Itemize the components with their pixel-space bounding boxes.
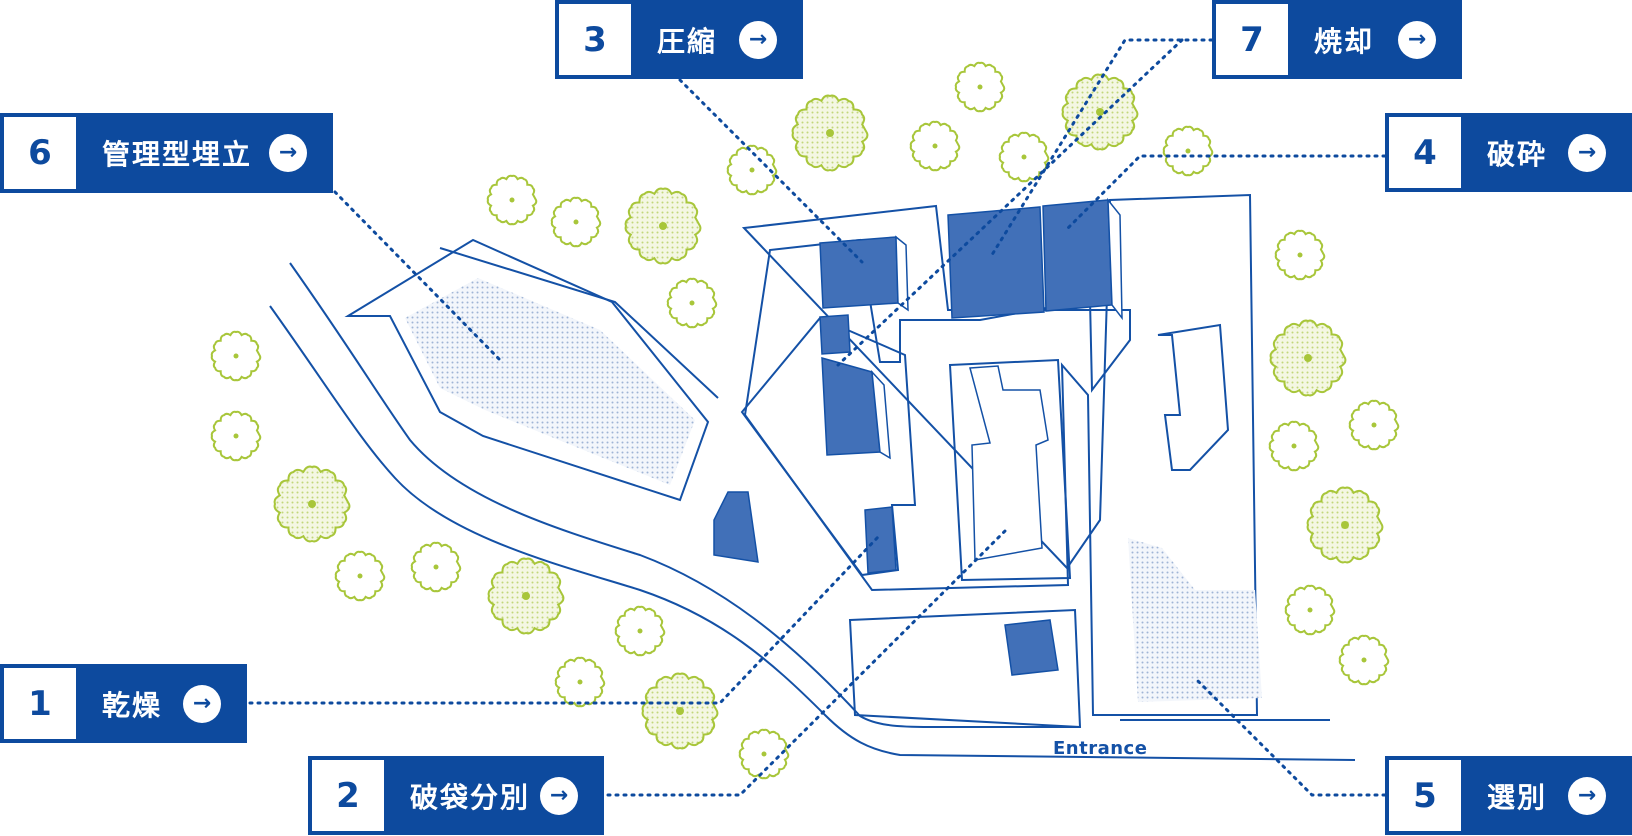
building-center-white <box>969 365 1049 561</box>
road-outer-edge <box>269 305 1356 761</box>
leader-1 <box>248 535 880 705</box>
building-road-side <box>713 491 759 563</box>
leader-6 <box>333 190 502 362</box>
leader-4 <box>1064 154 1387 232</box>
lot-center <box>948 358 1072 582</box>
arrow-right-icon[interactable]: → <box>1398 20 1436 59</box>
tree-center-dot <box>357 573 363 579</box>
label-text: 選別 <box>1487 780 1548 814</box>
label-text: 管理型埋立 <box>102 138 253 171</box>
tree-center-dot <box>509 197 515 203</box>
building-crushing <box>1042 199 1113 312</box>
tree-center-dot <box>522 592 530 600</box>
tree-center-dot <box>1096 108 1104 116</box>
landfill-area <box>344 238 710 502</box>
arrow-right-icon[interactable]: → <box>739 20 777 59</box>
tree-center-dot <box>977 84 983 90</box>
tree-center-dot <box>637 628 643 634</box>
label-text: 乾燥 <box>102 688 163 722</box>
landfill-outline <box>344 238 710 502</box>
tree-center-dot <box>1341 521 1349 529</box>
label-bag-breaking-sorting[interactable]: 2 破袋分別 → <box>308 756 604 835</box>
label-text: 圧縮 <box>657 24 718 58</box>
building-compression <box>819 236 899 309</box>
arrow-right-icon[interactable]: → <box>183 684 221 723</box>
building-west-long <box>821 356 881 456</box>
tree-center-dot <box>1297 252 1303 258</box>
tree-center-dot <box>433 564 439 570</box>
label-text: 焼却 <box>1314 24 1375 58</box>
building-incineration <box>947 206 1045 319</box>
label-number: 7 <box>1216 4 1288 75</box>
tree-center-dot <box>1291 443 1297 449</box>
tree-center-dot <box>932 143 938 149</box>
arrow-right-icon[interactable]: → <box>540 776 578 815</box>
tree-center-dot <box>689 300 695 306</box>
leader-lines <box>248 38 1387 797</box>
leader-3 <box>678 78 864 264</box>
tree-center-dot <box>577 679 583 685</box>
leader-7a <box>988 38 1214 260</box>
entrance-label: Entrance <box>1053 738 1148 759</box>
trees <box>210 61 1400 780</box>
label-number: 1 <box>4 668 76 739</box>
road-upper-edge <box>439 247 719 399</box>
label-compression[interactable]: 3 圧縮 → <box>555 0 803 79</box>
tree-center-dot <box>1021 154 1027 160</box>
road-inner-edge <box>289 262 1080 728</box>
tree-center-dot <box>659 222 667 230</box>
label-incineration[interactable]: 7 焼却 → <box>1212 0 1462 79</box>
building-lower <box>1004 619 1059 676</box>
building-west-side <box>871 369 891 460</box>
tree-center-dot <box>1185 148 1191 154</box>
landfill-dotted-pit <box>405 278 695 485</box>
tree-center-dot <box>573 219 579 225</box>
label-crushing[interactable]: 4 破砕 → <box>1385 113 1632 192</box>
tree-center-dot <box>749 167 755 173</box>
building-crushing-side <box>1107 197 1123 321</box>
leader-2 <box>606 526 1010 797</box>
leader-7b <box>836 38 1184 367</box>
buildings <box>713 197 1123 676</box>
lot-center-left <box>740 316 917 577</box>
tree-center-dot <box>676 707 684 715</box>
building-compression-side <box>895 235 909 312</box>
label-number: 3 <box>559 4 631 75</box>
label-text: 破砕 <box>1487 137 1548 171</box>
label-number: 2 <box>312 760 384 831</box>
arrow-right-icon[interactable]: → <box>1568 133 1606 172</box>
label-controlled-landfill[interactable]: 6 管理型埋立 → <box>0 113 333 193</box>
label-text: 破袋分別 <box>410 780 531 814</box>
lot-east <box>1157 323 1230 471</box>
building-small-a <box>819 314 851 355</box>
tree-center-dot <box>308 500 316 508</box>
tree-center-dot <box>1371 422 1377 428</box>
label-number: 5 <box>1389 760 1461 831</box>
tree-center-dot <box>761 751 767 757</box>
tree-center-dot <box>1307 607 1313 613</box>
sorting-dotted-area <box>1128 538 1262 702</box>
label-number: 6 <box>4 117 76 189</box>
arrow-right-icon[interactable]: → <box>269 134 307 172</box>
label-drying[interactable]: 1 乾燥 → <box>0 664 247 743</box>
label-sorting[interactable]: 5 選別 → <box>1385 756 1632 835</box>
label-number: 4 <box>1389 117 1461 188</box>
tree-center-dot <box>233 353 239 359</box>
tree-center-dot <box>1304 354 1312 362</box>
tree-center-dot <box>233 433 239 439</box>
tree-center-dot <box>826 129 834 137</box>
tree-center-dot <box>1361 657 1367 663</box>
arrow-right-icon[interactable]: → <box>1568 776 1606 815</box>
leader-5 <box>1195 678 1387 797</box>
main-compound <box>741 193 1259 716</box>
building-drying <box>864 506 897 574</box>
